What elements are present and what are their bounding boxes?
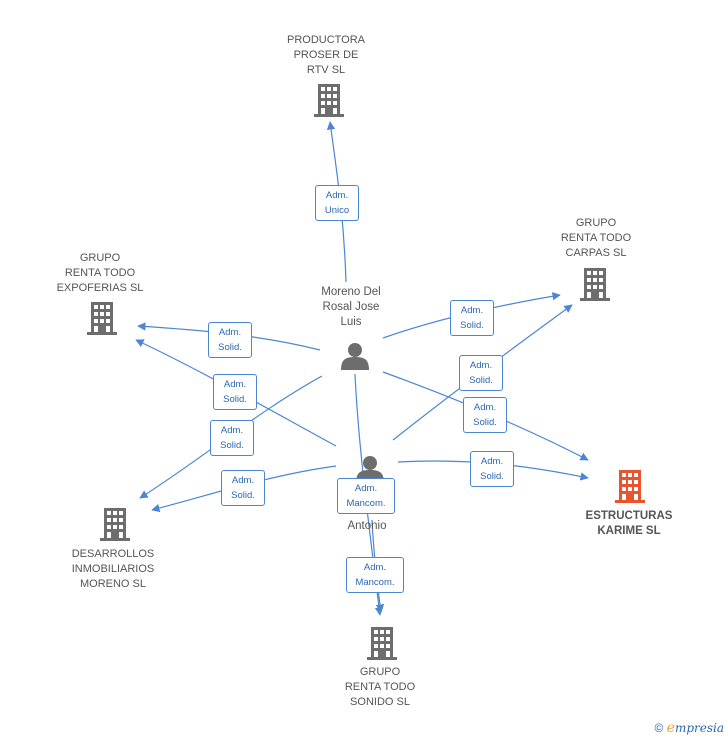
person-icon-jose-luis [341, 343, 369, 370]
brand-name: mpresia [674, 721, 724, 735]
edge-label-adm-unico: Adm. Unico [315, 185, 359, 221]
empresia-logo[interactable]: © empresia [654, 720, 724, 736]
company-label-expoferias[interactable]: GRUPO RENTA TODO EXPOFERIAS SL [56, 252, 144, 294]
company-label-productora[interactable]: PRODUCTORA PROSER DE RTV SL [286, 34, 366, 76]
brand-initial: e [666, 720, 675, 736]
edge-label-adm-solid: Adm. Solid. [221, 470, 265, 506]
edge-label-adm-solid: Adm. Solid. [208, 322, 252, 358]
edge-label-adm-solid: Adm. Solid. [450, 300, 494, 336]
company-label-estructuras[interactable]: ESTRUCTURAS KARIME SL [585, 510, 673, 537]
building-icon-expoferias [87, 302, 117, 335]
edge-label-adm-solid: Adm. Solid. [213, 374, 257, 410]
company-label-carpas[interactable]: GRUPO RENTA TODO CARPAS SL [560, 217, 632, 259]
building-icon-productora [314, 84, 344, 117]
building-icon-carpas [580, 268, 610, 301]
person-label-jose-luis[interactable]: Moreno Del Rosal Jose Luis [321, 286, 381, 328]
edge-label-adm-solid: Adm. Solid. [459, 355, 503, 391]
edge-label-adm-solid: Adm. Solid. [470, 451, 514, 487]
edge-label-adm-mancom: Adm. Mancom. [337, 478, 395, 514]
edge-label-adm-mancom: Adm. Mancom. [346, 557, 404, 593]
building-icon-sonido [367, 627, 397, 660]
company-label-sonido[interactable]: GRUPO RENTA TODO SONIDO SL [344, 666, 416, 708]
copyright-symbol: © [654, 721, 664, 735]
edge-label-adm-solid: Adm. Solid. [210, 420, 254, 456]
edge-label-adm-solid: Adm. Solid. [463, 397, 507, 433]
building-icon-desarrollos [100, 508, 130, 541]
company-label-desarrollos[interactable]: DESARROLLOS INMOBILIARIOS MORENO SL [71, 548, 155, 590]
building-icon-estructuras [615, 470, 645, 503]
